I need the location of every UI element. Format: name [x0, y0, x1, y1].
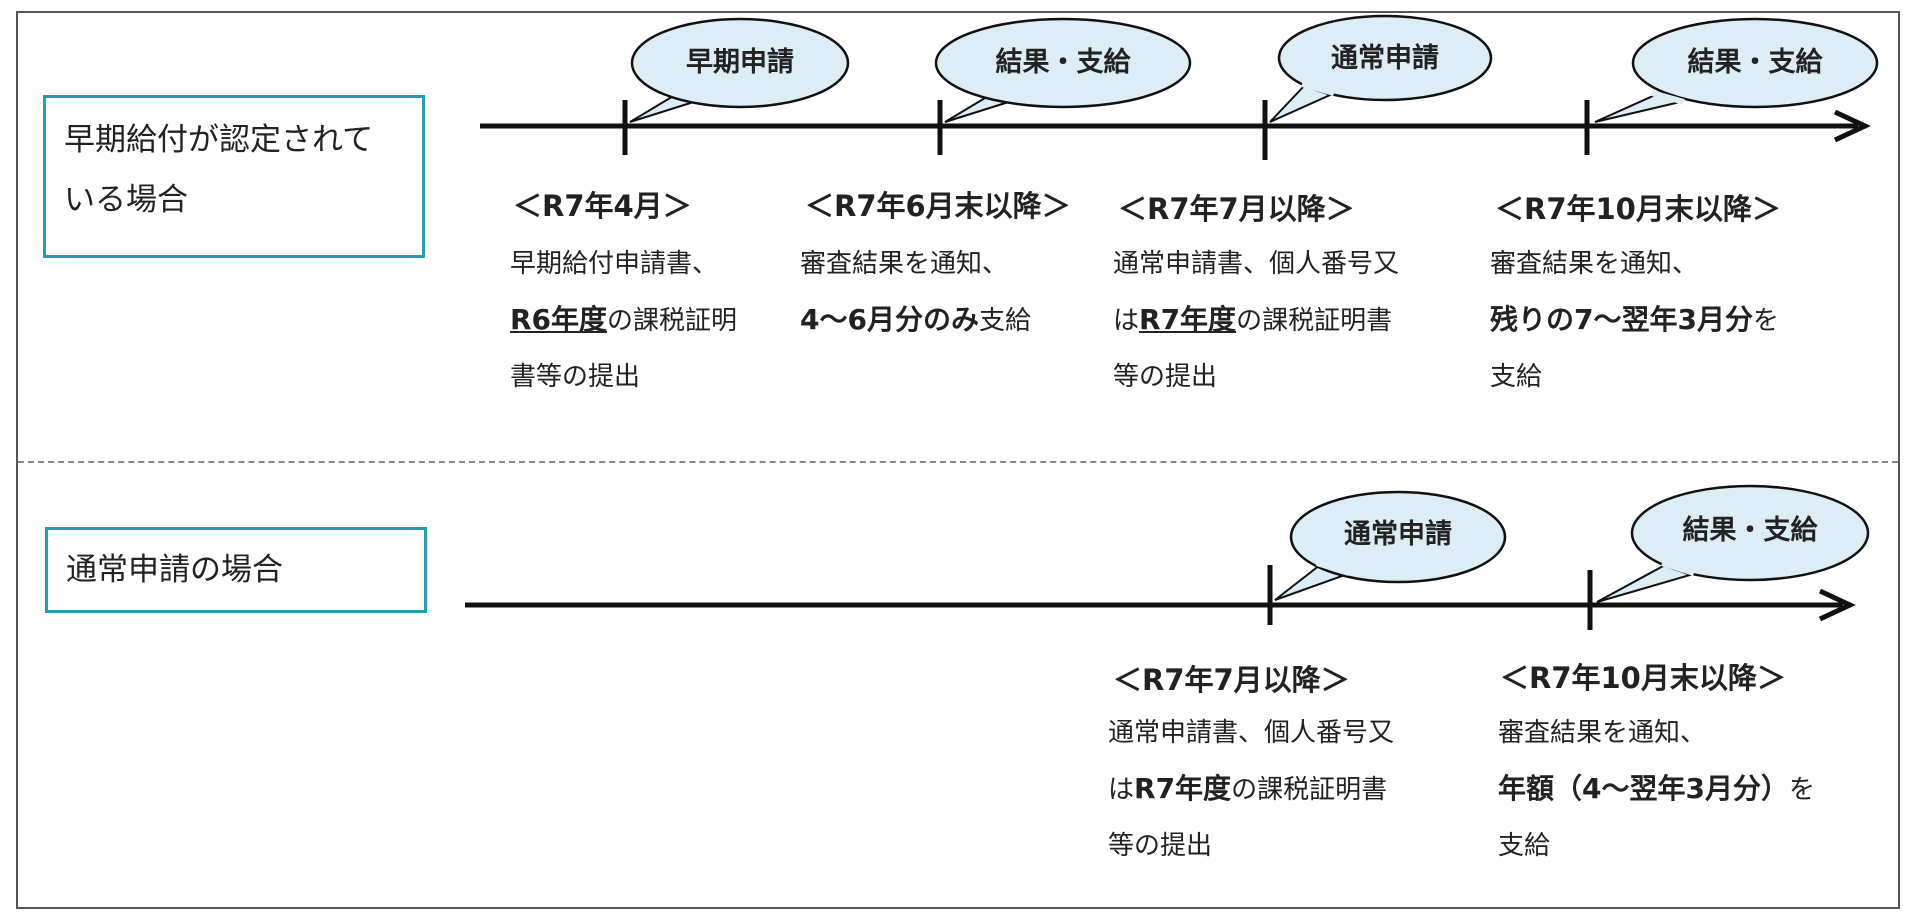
- date-r7-oct-2: ＜R7年10月末以降＞: [1500, 661, 1786, 695]
- bubble-label-result-1: 結果・支給: [995, 47, 1131, 78]
- desc-normal-apply-2: 通常申請書、個人番号又 はR7年度の課税証明書 等の提出: [1108, 705, 1394, 874]
- desc-line: はR7年度の課税証明書: [1108, 761, 1394, 818]
- timeline-2: [465, 565, 1856, 630]
- desc-line: 審査結果を通知、: [1498, 718, 1707, 748]
- emphasis-text: 4～6月分のみ: [800, 303, 979, 336]
- case-label-early-line1: 早期給付が認定されて: [64, 122, 374, 158]
- bubble-label-early-apply: 早期申請: [686, 47, 794, 78]
- date-r7-jul: ＜R7年7月以降＞: [1118, 192, 1355, 226]
- date-r7-apr: ＜R7年4月＞: [513, 189, 692, 223]
- section-divider: [18, 461, 1898, 463]
- desc-line: 支給: [1490, 362, 1543, 392]
- desc-normal-apply: 通常申請書、個人番号又 はR7年度の課税証明書 等の提出: [1113, 236, 1399, 405]
- desc-line: 4～6月分のみ支給: [800, 292, 1031, 349]
- bubble-label-result-3: 結果・支給: [1682, 515, 1818, 546]
- desc-text: の課税証明書: [1231, 775, 1388, 805]
- desc-early-apply: 早期給付申請書、 R6年度の課税証明 書等の提出: [510, 236, 737, 405]
- desc-line: 残りの7～翌年3月分を: [1490, 292, 1779, 349]
- emphasis-text: R6年度: [510, 303, 608, 336]
- case-label-early: 早期給付が認定されて いる場合: [43, 95, 425, 258]
- speech-bubble-4: [1594, 17, 1879, 123]
- case-label-normal-text: 通常申請の場合: [66, 552, 283, 588]
- desc-line: 書等の提出: [510, 362, 641, 392]
- emphasis-text: 年額（4～翌年3月分）: [1498, 772, 1789, 805]
- desc-text: を: [1788, 775, 1815, 805]
- desc-line: 等の提出: [1113, 362, 1218, 392]
- timeline-1: [480, 100, 1871, 160]
- emphasis-text: 残りの7～翌年3月分: [1490, 303, 1753, 336]
- desc-text: 支給: [978, 306, 1031, 336]
- speech-bubble-5: [1274, 490, 1507, 601]
- bubble-label-normal-apply-2: 通常申請: [1344, 519, 1452, 550]
- speech-bubble-2: [934, 17, 1192, 123]
- date-r7-oct: ＜R7年10月末以降＞: [1495, 192, 1781, 226]
- date-r7-jul-2: ＜R7年7月以降＞: [1113, 663, 1350, 697]
- desc-line: R6年度の課税証明: [510, 292, 737, 349]
- speech-bubble-1: [629, 17, 850, 123]
- desc-result-3: 審査結果を通知、 年額（4～翌年3月分）を 支給: [1498, 705, 1815, 874]
- case-label-early-line2: いる場合: [64, 182, 188, 218]
- speech-bubble-3: [1269, 14, 1493, 123]
- bubble-label-result-2: 結果・支給: [1687, 47, 1823, 78]
- desc-line: 審査結果を通知、: [1490, 249, 1699, 279]
- desc-text: は: [1108, 775, 1135, 805]
- desc-line: 早期給付申請書、: [510, 249, 719, 279]
- diagram-frame: [16, 11, 1900, 909]
- emphasis-text: R7年度: [1134, 772, 1232, 805]
- desc-text: の課税証明書: [1236, 306, 1393, 336]
- desc-line: 支給: [1498, 831, 1551, 861]
- desc-line: 年額（4～翌年3月分）を: [1498, 761, 1815, 818]
- case-label-normal: 通常申請の場合: [45, 527, 427, 613]
- date-r7-jun: ＜R7年6月末以降＞: [805, 189, 1071, 223]
- emphasis-text: R7年度: [1139, 303, 1237, 336]
- desc-text: の課税証明: [607, 306, 738, 336]
- speech-bubble-6: [1596, 484, 1870, 603]
- desc-result-1: 審査結果を通知、 4～6月分のみ支給: [800, 236, 1031, 349]
- desc-text: を: [1752, 306, 1779, 336]
- desc-line: 等の提出: [1108, 831, 1213, 861]
- desc-result-2: 審査結果を通知、 残りの7～翌年3月分を 支給: [1490, 236, 1779, 405]
- desc-line: 審査結果を通知、: [800, 249, 1009, 279]
- desc-text: は: [1113, 306, 1140, 336]
- desc-line: 通常申請書、個人番号又: [1108, 718, 1395, 748]
- desc-line: はR7年度の課税証明書: [1113, 292, 1399, 349]
- desc-line: 通常申請書、個人番号又: [1113, 249, 1400, 279]
- bubble-label-normal-apply: 通常申請: [1331, 43, 1439, 74]
